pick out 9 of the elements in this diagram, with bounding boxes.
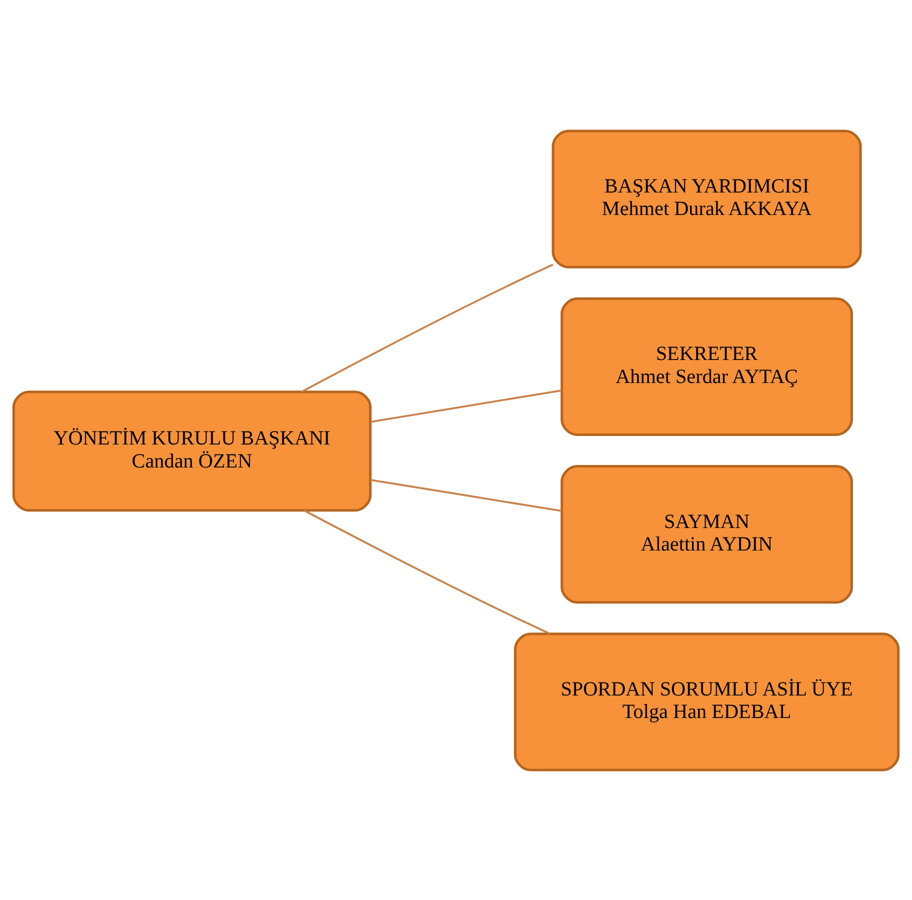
node-box: SEKRETER Ahmet Serdar AYTAÇ <box>560 296 853 436</box>
connector <box>304 509 550 634</box>
node-box: SPORDAN SORUMLU ASİL ÜYE Tolga Han EDEBAL <box>514 632 900 771</box>
node-box: BAŞKAN YARDIMCISI Mehmet Durak AKKAYA <box>552 129 862 268</box>
connector <box>301 263 554 392</box>
node-box: YÖNETİM KURULU BAŞKANI Candan ÖZEN <box>12 390 372 512</box>
connector <box>370 478 562 512</box>
node-box: SAYMAN Alaettin AYDIN <box>560 464 853 604</box>
connector <box>370 388 562 422</box>
